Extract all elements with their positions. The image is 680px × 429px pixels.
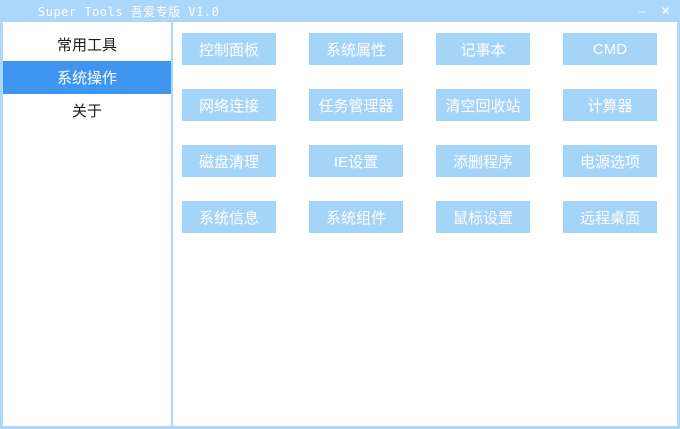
tool-button-task-manager[interactable]: 任务管理器 — [309, 89, 403, 121]
sidebar: 常用工具 系统操作 关于 — [3, 22, 173, 426]
tool-button-mouse-settings[interactable]: 鼠标设置 — [436, 201, 530, 233]
title-bar: Super Tools 吾爱专版 V1.0 – ✕ — [0, 0, 680, 22]
minimize-icon[interactable]: – — [639, 4, 646, 18]
window-title: Super Tools 吾爱专版 V1.0 — [38, 4, 220, 19]
tool-button-system-components[interactable]: 系统组件 — [309, 201, 403, 233]
tool-button-grid: 控制面板 系统属性 记事本 CMD 网络连接 任务管理器 清空回收站 计算器 磁… — [173, 22, 677, 426]
tool-button-ie-settings[interactable]: IE设置 — [309, 145, 403, 177]
tool-button-system-properties[interactable]: 系统属性 — [309, 33, 403, 65]
sidebar-item-common-tools[interactable]: 常用工具 — [56, 37, 117, 54]
close-icon[interactable]: ✕ — [660, 4, 671, 18]
tool-button-remote-desktop[interactable]: 远程桌面 — [563, 201, 657, 233]
tool-button-add-remove-programs[interactable]: 添删程序 — [436, 145, 530, 177]
window-controls: – ✕ — [631, 0, 680, 22]
tool-button-notepad[interactable]: 记事本 — [436, 33, 530, 65]
tool-button-system-info[interactable]: 系统信息 — [182, 201, 276, 233]
tool-button-power-options[interactable]: 电源选项 — [563, 145, 657, 177]
tool-button-control-panel[interactable]: 控制面板 — [182, 33, 276, 65]
sidebar-item-about[interactable]: 关于 — [71, 103, 102, 120]
tool-button-calculator[interactable]: 计算器 — [563, 89, 657, 121]
tool-button-empty-recycle-bin[interactable]: 清空回收站 — [436, 89, 530, 121]
tool-button-cmd[interactable]: CMD — [563, 33, 657, 65]
tool-button-disk-cleanup[interactable]: 磁盘清理 — [182, 145, 276, 177]
sidebar-item-system-operations[interactable]: 系统操作 — [3, 61, 171, 94]
app-body: 常用工具 系统操作 关于 控制面板 系统属性 记事本 CMD 网络连接 任务管理… — [3, 22, 677, 426]
tool-button-network-connections[interactable]: 网络连接 — [182, 89, 276, 121]
